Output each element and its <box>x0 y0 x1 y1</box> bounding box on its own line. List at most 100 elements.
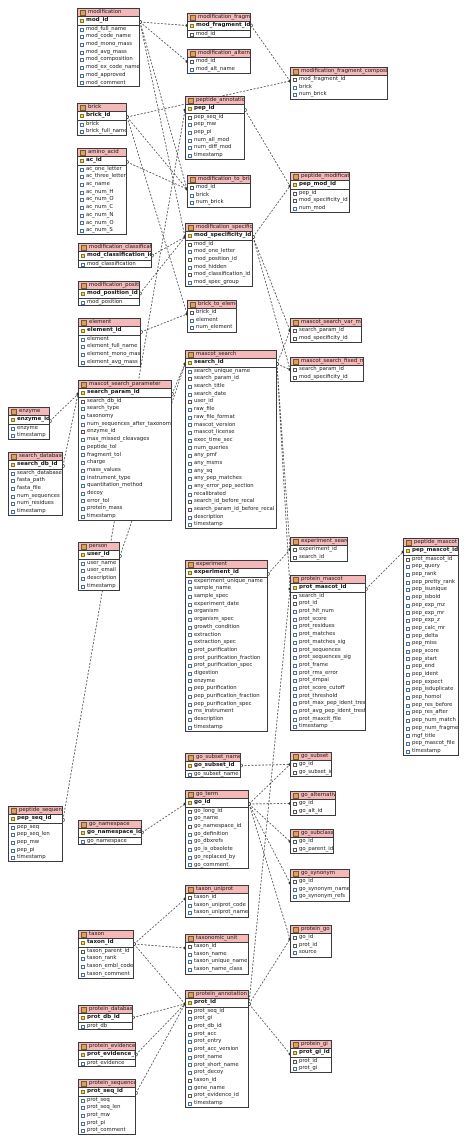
field-icon <box>81 345 85 350</box>
table-field: timestamp <box>186 1099 248 1107</box>
field-name: ac_num_C <box>86 204 114 211</box>
primary-key-icon <box>188 360 192 365</box>
table-peptide-sequence[interactable]: peptide_sequencepep_seq_idpep_seqpep_seq… <box>8 806 63 863</box>
field-name: prot_empai <box>299 677 329 684</box>
table-field: mod_position <box>79 299 139 306</box>
table-brick-to-element[interactable]: brick_to_elementbrick_idelementnum_eleme… <box>187 300 237 334</box>
table-mascot-search-fixed-mod[interactable]: mascot_search_fixed_modsearch_param_idmo… <box>290 357 364 383</box>
table-field: prot_evidence <box>79 1060 135 1067</box>
table-modification-fragment[interactable]: modification_fragmentmod_fragment_idmod_… <box>187 13 251 39</box>
field-name: enzyme_id <box>17 416 49 422</box>
table-title: amino_acid <box>88 149 119 155</box>
primary-key-icon <box>11 462 15 467</box>
table-icon <box>190 14 196 21</box>
field-name: any_sq <box>194 467 213 474</box>
table-modification-specificity[interactable]: modification_specificitymod_specificity_… <box>185 223 253 287</box>
table-modification-fragment-composition[interactable]: modification_fragment_compositionmod_fra… <box>290 67 388 101</box>
relationship-go-term-to-go-synonym <box>248 803 291 884</box>
table-icon <box>81 244 87 251</box>
field-icon <box>293 717 297 722</box>
table-header: peptide_mascot <box>404 539 458 547</box>
field-name: prot_mascot_id <box>412 555 453 562</box>
table-modification-alternative[interactable]: modification_alternativemod_idmod_alt_na… <box>187 49 251 75</box>
field-icon <box>188 587 192 592</box>
field-icon <box>293 1067 297 1072</box>
relationship-peptide-sequence-to-peptide-annotation <box>62 109 186 821</box>
table-modification-classification[interactable]: modification_classificationmod_classific… <box>78 243 152 269</box>
table-field: go_alt_id <box>291 808 335 816</box>
table-field: timestamp <box>9 432 49 439</box>
table-icon <box>81 319 87 326</box>
field-icon <box>406 665 410 670</box>
table-field: prot_seq_len <box>79 1104 135 1112</box>
foreign-key-icon <box>188 115 192 120</box>
primary-key-icon <box>81 830 85 835</box>
foreign-key-icon <box>293 77 297 82</box>
table-field: pep_end <box>404 663 458 671</box>
field-name: prot_gi_id <box>299 1049 330 1055</box>
table-icon <box>81 543 87 550</box>
table-field: fasta_file <box>9 485 62 493</box>
table-field: mod_specificity_id <box>291 374 363 382</box>
field-icon <box>188 863 192 868</box>
table-field: instrument_type <box>79 475 171 483</box>
table-header: go_term <box>186 791 248 799</box>
table-header: modification_to_brick <box>188 176 250 184</box>
table-header: mascot_search_fixed_mod <box>291 358 363 366</box>
field-icon <box>188 1101 192 1106</box>
table-modification-position[interactable]: modification_positionmod_position_idmod_… <box>78 281 140 307</box>
field-icon <box>293 609 297 614</box>
field-name: go_parent_id <box>299 845 333 852</box>
field-name: timestamp <box>194 521 223 528</box>
relationship-protein-sequence-to-protein-annotation <box>135 1003 186 1094</box>
field-icon <box>188 153 192 158</box>
field-icon <box>188 384 192 389</box>
field-name: timestamp <box>17 432 46 439</box>
field-icon <box>188 687 192 692</box>
table-title: protein_mascot <box>301 576 343 582</box>
table-peptide-modification[interactable]: peptide_modificationpep_mod_idpep_idmod_… <box>290 172 350 213</box>
relationship-protein-annotation-to-protein-gi <box>248 1003 291 1055</box>
field-name: timestamp <box>194 723 223 730</box>
field-name: timestamp <box>194 1099 223 1106</box>
table-field: ac_num_S <box>78 227 126 234</box>
table-title: protein_database <box>89 1006 132 1012</box>
table-field: pep_miss <box>404 640 458 648</box>
field-name: pep_seq <box>17 823 40 830</box>
table-field: fragment_tol <box>79 452 171 460</box>
field-name: taxon_uniprot_name <box>194 909 248 916</box>
field-name: prot_max_pep_ident_tresh <box>299 700 365 707</box>
